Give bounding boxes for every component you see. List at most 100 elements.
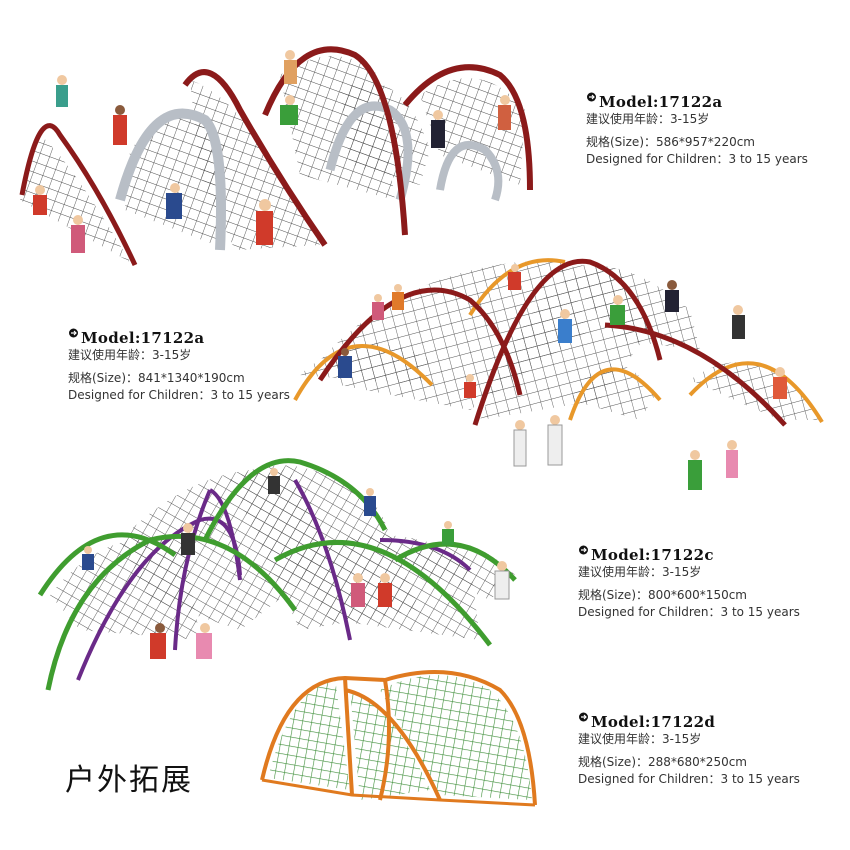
child-figure bbox=[513, 429, 527, 467]
orange-frame bbox=[378, 679, 391, 801]
maroon-arch-frame bbox=[182, 69, 328, 247]
child-figure bbox=[444, 521, 452, 529]
green-arch-frame bbox=[37, 532, 177, 597]
page-heading: 户外拓展 bbox=[65, 763, 193, 798]
designed-for: Designed for Children：3 to 15 years bbox=[578, 605, 800, 619]
net-panel bbox=[690, 362, 820, 420]
model-number: Model:17122d bbox=[591, 713, 716, 731]
spec-block-17122a-first: Model:17122a 建议使用年龄：3-15岁 规格(Size)：586*9… bbox=[586, 92, 808, 168]
child-figure bbox=[73, 215, 83, 225]
circled-arrow-icon bbox=[579, 545, 588, 555]
orange-frame bbox=[261, 778, 536, 807]
child-figure bbox=[338, 356, 352, 378]
silver-arch-frame bbox=[325, 101, 413, 202]
purple-arch-frame bbox=[208, 488, 242, 581]
net-panel bbox=[380, 675, 532, 800]
child-figure bbox=[150, 633, 166, 659]
child-figure bbox=[364, 496, 376, 516]
child-figure bbox=[170, 183, 180, 193]
child-figure bbox=[667, 280, 677, 290]
child-figure bbox=[392, 292, 404, 310]
child-figure bbox=[353, 573, 363, 583]
maroon-arch-frame bbox=[317, 287, 523, 396]
net-panel bbox=[560, 265, 700, 350]
child-figure bbox=[181, 533, 195, 555]
model-number: Model:17122c bbox=[591, 546, 714, 564]
circled-arrow-icon bbox=[579, 712, 588, 722]
maroon-arch-frame bbox=[19, 123, 138, 267]
child-figure bbox=[511, 264, 519, 272]
maroon-arch-frame bbox=[402, 64, 533, 191]
child-figure bbox=[508, 272, 521, 290]
child-figure bbox=[374, 294, 382, 302]
silver-arch-frame bbox=[436, 141, 503, 202]
child-figure bbox=[166, 193, 182, 219]
child-figure bbox=[775, 367, 785, 377]
child-figure bbox=[380, 573, 390, 583]
child-figure bbox=[196, 633, 212, 659]
child-figure bbox=[285, 50, 295, 60]
age-range: 建议使用年龄：3-15岁 bbox=[586, 112, 710, 126]
orange-frame bbox=[344, 688, 442, 801]
age-range: 建议使用年龄：3-15岁 bbox=[578, 732, 702, 746]
child-figure bbox=[366, 488, 374, 496]
net-panel bbox=[20, 135, 130, 262]
child-figure bbox=[183, 523, 193, 533]
net-panel bbox=[268, 678, 350, 790]
net-panel bbox=[420, 78, 525, 185]
spec-block-17122d: Model:17122d 建议使用年龄：3-15岁 规格(Size)：288*6… bbox=[578, 712, 800, 788]
child-figure bbox=[56, 85, 68, 107]
climbing-structure-3 bbox=[37, 458, 517, 691]
child-figure bbox=[57, 75, 67, 85]
child-figure bbox=[351, 583, 365, 607]
child-figure bbox=[256, 211, 273, 245]
size-spec: 规格(Size)：288*680*250cm bbox=[578, 755, 747, 769]
orange-arch-frame bbox=[568, 367, 662, 421]
child-figure bbox=[515, 420, 525, 430]
child-figure bbox=[726, 450, 738, 478]
child-figure bbox=[394, 284, 402, 292]
child-figure bbox=[35, 185, 45, 195]
maroon-arch-frame bbox=[472, 258, 663, 426]
circled-arrow-icon bbox=[587, 92, 596, 102]
designed-for: Designed for Children：3 to 15 years bbox=[586, 152, 808, 166]
child-figure bbox=[727, 440, 737, 450]
designed-for: Designed for Children：3 to 15 years bbox=[578, 772, 800, 786]
child-figure bbox=[372, 302, 384, 320]
child-figure bbox=[113, 115, 127, 145]
climbing-structure-2 bbox=[293, 258, 824, 490]
child-figure bbox=[433, 110, 443, 120]
orange-frame bbox=[260, 670, 537, 806]
circled-arrow-icon bbox=[69, 328, 78, 338]
child-figure bbox=[732, 315, 745, 339]
climbing-structure-4 bbox=[260, 670, 537, 807]
size-spec: 规格(Size)：841*1340*190cm bbox=[68, 371, 245, 385]
child-figure bbox=[33, 195, 47, 215]
spec-block-17122c: Model:17122c 建议使用年龄：3-15岁 规格(Size)：800*6… bbox=[578, 545, 800, 621]
child-figure bbox=[500, 95, 510, 105]
child-figure bbox=[613, 295, 623, 305]
child-figure bbox=[431, 120, 445, 148]
child-figure bbox=[115, 105, 125, 115]
model-number: Model:17122a bbox=[81, 329, 205, 347]
green-arch-frame bbox=[273, 539, 492, 647]
orange-arch-frame bbox=[688, 361, 824, 424]
child-figure bbox=[280, 105, 298, 125]
child-figure bbox=[71, 225, 85, 253]
child-figure bbox=[550, 415, 560, 425]
age-range: 建议使用年龄：3-15岁 bbox=[68, 348, 192, 362]
child-figure bbox=[284, 60, 297, 84]
purple-arch-frame bbox=[173, 489, 212, 651]
child-figure bbox=[442, 529, 454, 545]
green-arch-frame bbox=[45, 533, 298, 691]
spec-block-17122a-second: Model:17122a 建议使用年龄：3-15岁 规格(Size)：841*1… bbox=[68, 328, 290, 404]
child-figure bbox=[733, 305, 743, 315]
child-figure bbox=[497, 561, 507, 571]
child-figure bbox=[268, 476, 280, 494]
silver-arch-frame bbox=[115, 108, 226, 251]
child-figure bbox=[773, 377, 787, 399]
size-spec: 规格(Size)：800*600*150cm bbox=[578, 588, 747, 602]
child-figure bbox=[610, 305, 625, 325]
child-figure bbox=[285, 95, 295, 105]
